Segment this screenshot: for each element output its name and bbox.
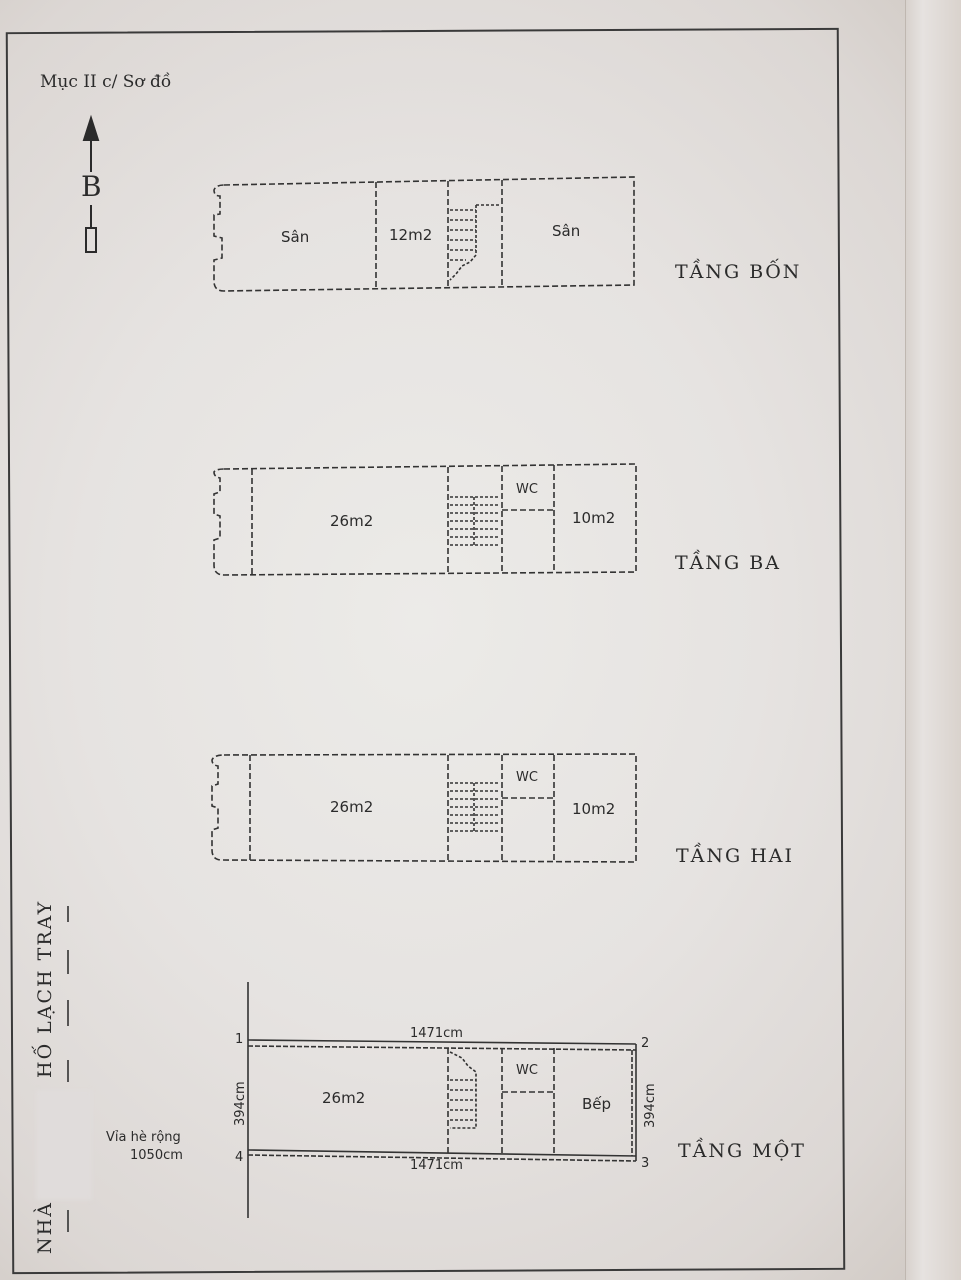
sidewalk-label: Vỉa hè rộng xyxy=(106,1130,181,1145)
stair-symbol xyxy=(450,782,500,832)
room-label: Sân xyxy=(281,228,310,246)
street-prefix: NHÀ xyxy=(34,1201,56,1254)
floor-one-label: TẦNG MỘT xyxy=(678,1140,806,1162)
floor-two-label: TẦNG HAI xyxy=(676,845,795,867)
north-arrow-icon xyxy=(82,114,100,253)
corner-number: 1 xyxy=(235,1032,244,1047)
dimension-left: 394cm xyxy=(233,1081,248,1126)
floor-four-plan xyxy=(213,176,635,292)
room-label: 26m2 xyxy=(330,512,374,530)
dimension-right: 394cm xyxy=(643,1083,658,1128)
room-label: Bếp xyxy=(582,1095,612,1113)
stair-symbol xyxy=(449,1051,477,1129)
floor-three-label: TẦNG BA xyxy=(675,552,781,574)
redacted-area xyxy=(36,1090,92,1200)
stair-symbol xyxy=(449,204,500,281)
corner-number: 3 xyxy=(641,1156,650,1171)
room-label: Sân xyxy=(552,222,581,240)
room-label: WC xyxy=(516,482,538,497)
room-label: 12m2 xyxy=(389,226,433,244)
street-name: HỐ LẠCH TRAY xyxy=(34,899,56,1078)
floor-three-plan xyxy=(213,463,637,576)
sidewalk-width: 1050cm xyxy=(130,1148,183,1163)
floor-two-plan xyxy=(211,753,637,863)
section-heading: Mục II c/ Sơ đồ xyxy=(40,72,172,92)
dimension-bottom: 1471cm xyxy=(410,1158,463,1173)
north-label: B xyxy=(81,170,102,203)
room-label: WC xyxy=(516,770,538,785)
room-label: 26m2 xyxy=(322,1089,366,1107)
room-label: 26m2 xyxy=(330,798,374,816)
paper-fold xyxy=(905,0,961,1280)
corner-number: 2 xyxy=(641,1036,650,1051)
room-label: 10m2 xyxy=(572,509,616,527)
room-label: 10m2 xyxy=(572,800,616,818)
stair-symbol xyxy=(450,496,500,546)
floor-four-label: TẦNG BỐN xyxy=(675,261,802,283)
dimension-top: 1471cm xyxy=(410,1026,463,1041)
floor-one-plan xyxy=(247,982,637,1218)
room-label: WC xyxy=(516,1063,538,1078)
corner-number: 4 xyxy=(235,1150,244,1165)
